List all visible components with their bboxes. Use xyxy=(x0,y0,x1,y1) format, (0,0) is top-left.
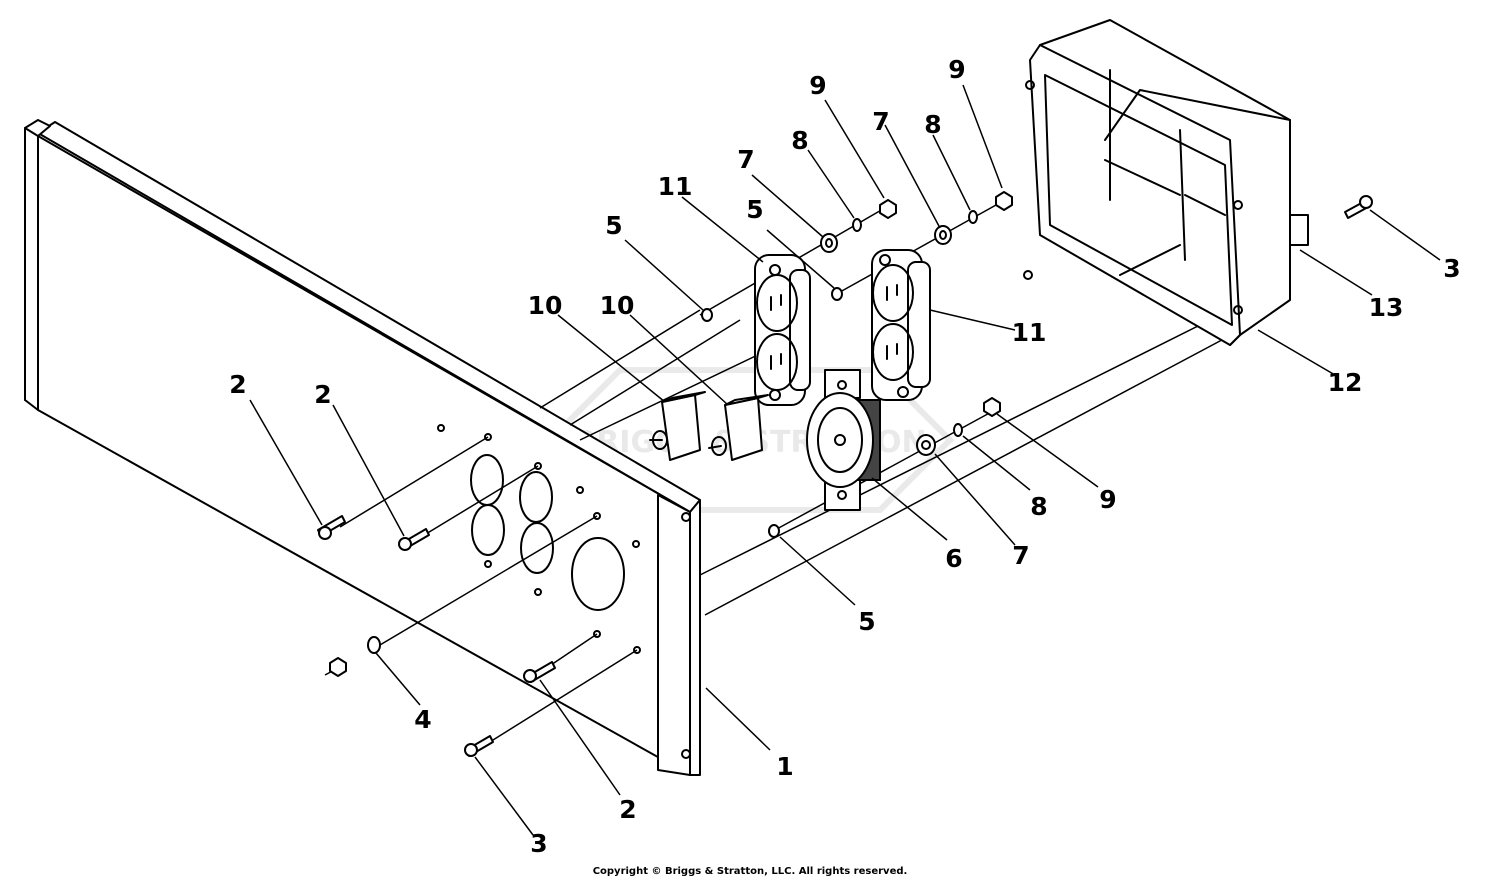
label-part-11-right: 11 xyxy=(1012,318,1047,347)
label-part-7-left: 7 xyxy=(737,145,754,174)
label-part-9-bottom: 9 xyxy=(1099,485,1116,514)
label-part-12: 12 xyxy=(1328,368,1363,397)
duplex-receptacle-left xyxy=(754,254,811,406)
label-part-11-left: 11 xyxy=(658,172,693,201)
label-part-8-bottom: 8 xyxy=(1030,492,1047,521)
label-part-10-left: 10 xyxy=(528,291,563,320)
label-part-9-mid: 9 xyxy=(948,55,965,84)
label-part-8-mid: 8 xyxy=(924,110,941,139)
label-part-6: 6 xyxy=(945,544,962,573)
label-part-3-bottom: 3 xyxy=(530,829,547,858)
part-labels: 1 2 2 2 3 3 4 5 5 5 6 7 7 7 8 8 8 9 9 9 … xyxy=(229,55,1460,858)
label-part-3-right: 3 xyxy=(1443,254,1460,283)
label-part-7-bottom: 7 xyxy=(1012,541,1029,570)
label-part-7-mid: 7 xyxy=(872,107,889,136)
label-part-5-left: 5 xyxy=(605,211,622,240)
control-box xyxy=(1023,19,1309,346)
twist-lock-receptacle xyxy=(806,369,881,511)
label-part-4: 4 xyxy=(414,705,431,734)
label-part-5-bottom: 5 xyxy=(858,607,875,636)
control-panel xyxy=(24,119,701,776)
label-part-2-mid: 2 xyxy=(314,380,331,409)
label-part-9-left: 9 xyxy=(809,71,826,100)
nuts-and-washers xyxy=(329,191,1013,677)
label-part-2-bottom: 2 xyxy=(619,795,636,824)
receptacle-cutouts xyxy=(437,424,691,759)
label-part-2-left: 2 xyxy=(229,370,246,399)
screws xyxy=(317,195,1373,757)
label-part-5-mid: 5 xyxy=(746,195,763,224)
circuit-breaker-left xyxy=(649,391,706,461)
duplex-receptacle-right xyxy=(871,249,931,401)
label-part-8-left: 8 xyxy=(791,126,808,155)
label-part-10-right: 10 xyxy=(600,291,635,320)
circuit-breaker-right xyxy=(708,394,769,461)
label-part-13: 13 xyxy=(1369,293,1404,322)
leader-lines xyxy=(249,84,1441,836)
label-part-1: 1 xyxy=(776,752,793,781)
copyright-notice: Copyright © Briggs & Stratton, LLC. All … xyxy=(592,866,908,877)
